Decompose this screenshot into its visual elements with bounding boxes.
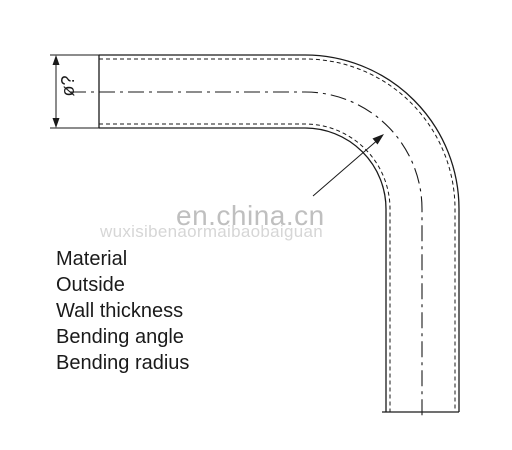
spec-outside: Outside [56, 274, 125, 296]
spec-wall-thickness: Wall thickness [56, 300, 184, 322]
pipe-inner-inner-surface [99, 123, 391, 412]
pipe-outer-inner-surface [99, 58, 456, 412]
pipe-inner-wall [99, 127, 387, 412]
diameter-label: ø? [58, 75, 78, 97]
watermark-logo-text: en.china.cn [176, 200, 325, 231]
pipe-centerline [70, 91, 423, 416]
spec-list: Material Outside Wall thickness Bending … [56, 246, 189, 376]
radius-arrow [372, 134, 384, 145]
spec-bending-radius: Bending radius [56, 352, 190, 374]
diameter-arrow-top [52, 55, 60, 65]
spec-material: Material [56, 248, 128, 270]
pipe-outer-wall [99, 54, 460, 412]
diameter-arrow-bottom [52, 118, 60, 128]
spec-bending-angle: Bending angle [56, 326, 184, 348]
radius-leader-line [312, 137, 381, 197]
watermark-subtext: wuxisibenaormaibaobaiguan [100, 222, 323, 241]
